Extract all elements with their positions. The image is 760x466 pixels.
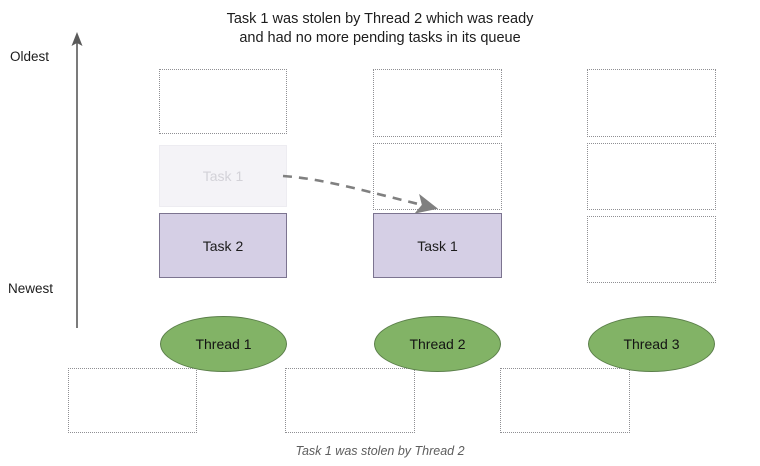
thread-label: Thread 3: [623, 336, 680, 352]
axis-label-newest: Newest: [8, 281, 54, 296]
queue-slot-empty[interactable]: [500, 368, 630, 433]
steal-arrow-icon: [282, 174, 439, 214]
queue-slot-label: Task 1: [417, 237, 458, 254]
thread-node-2[interactable]: Thread 2: [374, 316, 501, 372]
page-title: Task 1 was stolen by Thread 2 which was …: [226, 11, 534, 46]
queue-slot-empty[interactable]: [159, 69, 287, 134]
queue-slot-empty[interactable]: [587, 69, 716, 137]
thread-node-1[interactable]: Thread 1: [160, 316, 287, 372]
axis-label-oldest: Oldest: [10, 49, 50, 64]
queue-slot-label: Task 2: [202, 237, 244, 254]
age-axis-arrow: [71, 32, 83, 328]
queue-slot-label: Task 1: [202, 168, 244, 184]
queue-slot-empty[interactable]: [587, 143, 716, 210]
figure-caption: Task 1 was stolen by Thread 2: [295, 444, 465, 458]
queue-slot-empty[interactable]: [285, 368, 415, 433]
queue-slot-empty[interactable]: [373, 69, 502, 137]
thread-node-3[interactable]: Thread 3: [588, 316, 715, 372]
queue-slot-task[interactable]: Task 2: [159, 213, 287, 278]
queue-slot-empty[interactable]: [68, 368, 197, 433]
queue-slot-empty[interactable]: [587, 216, 716, 283]
thread-label: Thread 1: [195, 336, 252, 352]
thread-label: Thread 2: [409, 336, 466, 352]
queue-slot-ghost-task[interactable]: Task 1: [159, 145, 287, 207]
